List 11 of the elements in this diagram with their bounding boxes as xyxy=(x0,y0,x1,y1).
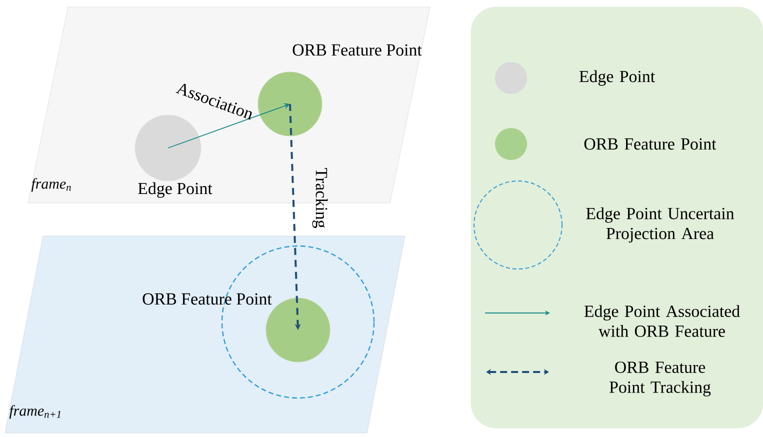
legend-label: Edge Point xyxy=(579,70,656,86)
legend-label: Edge Point Associated with ORB Feature xyxy=(584,305,740,337)
point-label: Edge Point xyxy=(138,182,212,198)
legend-label: ORB Feature Point xyxy=(584,138,716,150)
legend-label: Edge Point Uncertain Projection Area xyxy=(586,207,734,243)
point-label: ORB Feature Point xyxy=(292,44,422,56)
frame-label: frame$_{n+1}$ xyxy=(9,405,60,419)
edge-label: Tracking xyxy=(312,168,328,228)
legend-label: ORB Feature Point Tracking xyxy=(610,362,711,396)
point-label: ORB Feature Point xyxy=(142,293,272,305)
frame-label: frame$_{n}$ xyxy=(31,178,71,192)
